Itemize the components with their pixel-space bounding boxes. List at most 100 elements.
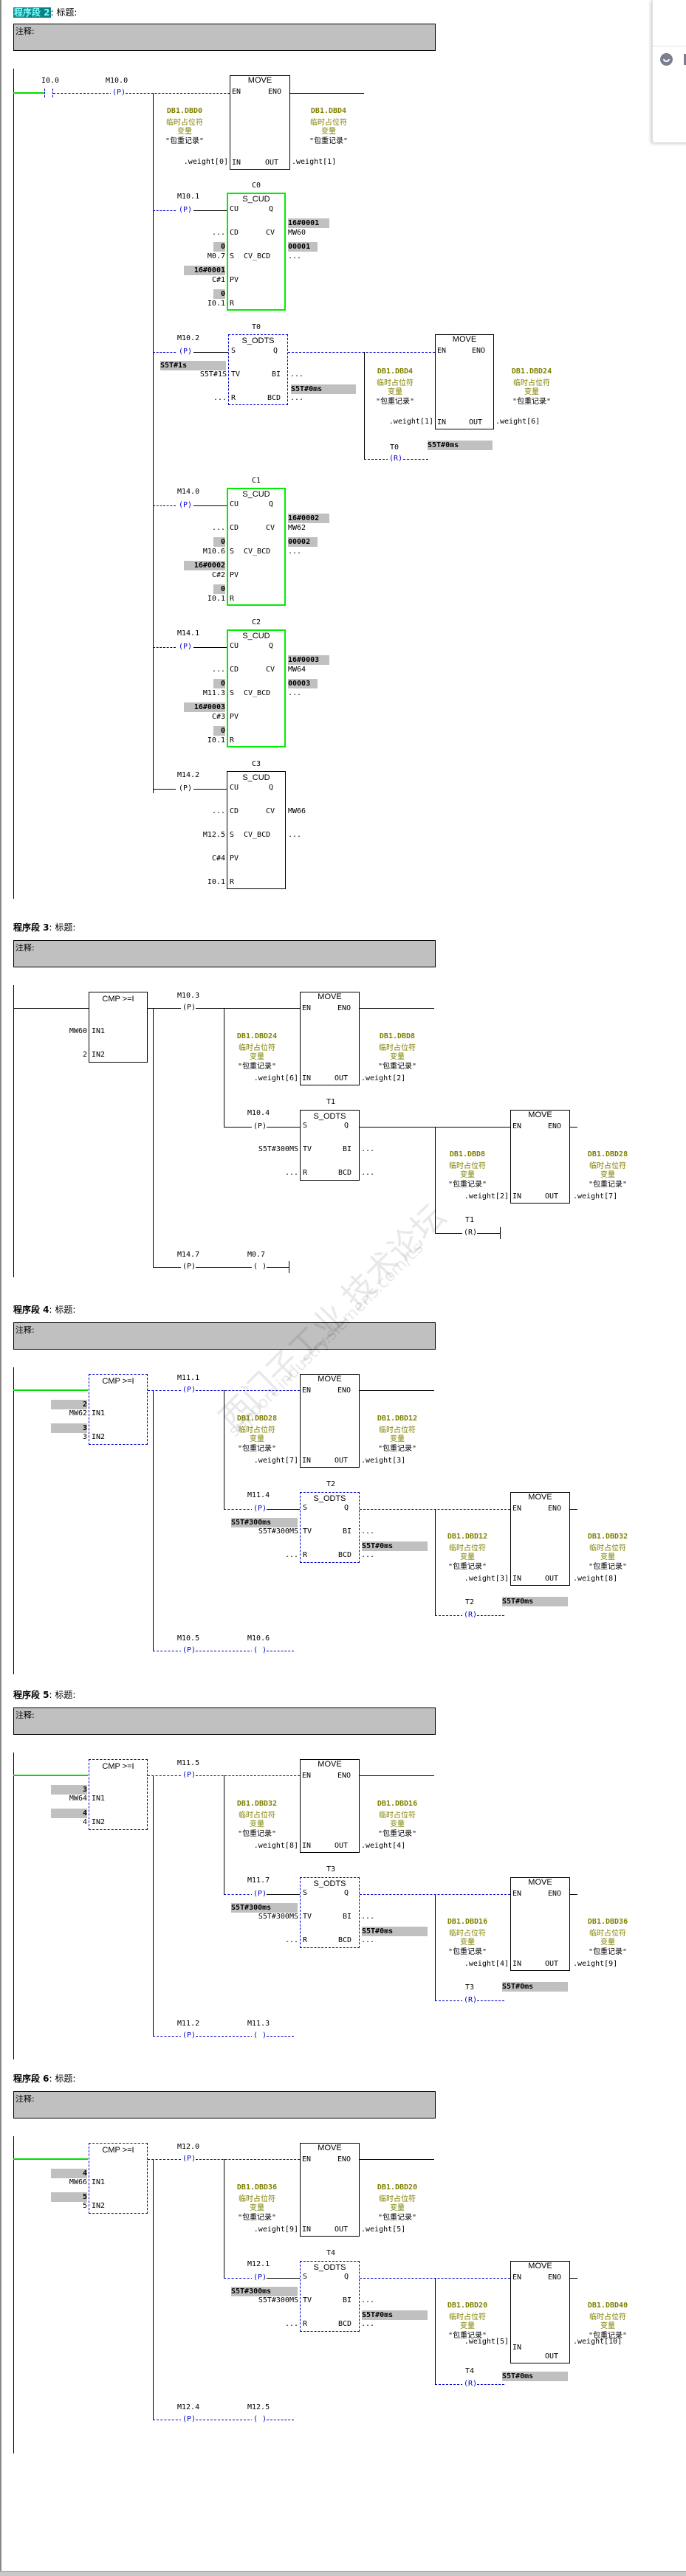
move1-out-db-name: "包重记录" (309, 137, 349, 145)
network-4-reset-coil[interactable]: (R) (462, 1610, 479, 1620)
network-6-timer-box[interactable] (300, 2261, 360, 2332)
network-3-timer-label: T1 (326, 1098, 336, 1106)
network-4-bottom-coil-label: M10.6 (247, 1634, 270, 1643)
network-4-cmp-box[interactable] (89, 1374, 148, 1445)
counter-C1-pv-operand: C#2 (211, 571, 225, 579)
network-6-cmp-box[interactable] (89, 2143, 148, 2214)
network-4-comment-box[interactable]: 注释: (13, 1322, 436, 1350)
network-5-timer-edge-coil[interactable]: (P) (252, 1889, 268, 1899)
network-5-reset-coil[interactable]: (R) (462, 1995, 479, 2006)
network-3-timer-box[interactable] (300, 1110, 360, 1181)
counter-C3-box[interactable] (227, 771, 286, 889)
network-3-move-box-2[interactable] (510, 1110, 570, 1204)
wire (570, 1894, 577, 1895)
contact-I0.0-right[interactable] (52, 89, 53, 97)
left-power-rail (13, 2136, 14, 2454)
network-6-move-box-1[interactable] (300, 2143, 360, 2237)
network-6-move-box-2[interactable] (510, 2261, 570, 2363)
counter-C1-r-value: 0 (213, 584, 225, 594)
branch-rail (153, 2159, 154, 2420)
counter-C2-cvbcd-value: 00003 (288, 679, 318, 688)
network-6-move1-in-operand: .weight[9] (253, 2225, 298, 2234)
move-box-2[interactable] (435, 334, 494, 429)
network-3-cmp-box[interactable] (89, 992, 148, 1063)
contact-I0.0-left[interactable] (44, 89, 45, 97)
network-3-timer-bcd-operand: ... (361, 1169, 375, 1177)
network-5-move-box-2[interactable] (510, 1877, 570, 1971)
branch-rail (153, 1775, 154, 2036)
network-4-edge1-coil[interactable]: (P) (181, 1385, 197, 1395)
counter-C3-edge-coil[interactable]: (P) (177, 784, 193, 794)
network-6-timer-edge-coil[interactable]: (P) (252, 2273, 268, 2283)
network-3-comment-box[interactable]: 注释: (13, 940, 436, 967)
network-5-bottom-edge-coil[interactable]: (P) (181, 2031, 197, 2041)
network-6-cmp-in2-value: 5 (51, 2192, 87, 2202)
wire (477, 1233, 500, 1234)
counter-C1-box[interactable] (227, 488, 286, 606)
network-6-cmp-pin-in1: IN1 (92, 2178, 106, 2186)
network-5-bottom-coil[interactable]: ( ) (252, 2031, 268, 2041)
network-5-move-box-1-title: MOVE (318, 1760, 342, 1769)
network-3-edge1-coil[interactable]: (P) (181, 1003, 197, 1013)
counter-C2-r-operand: I0.1 (207, 736, 225, 745)
reset-coil-T0[interactable]: (R) (388, 454, 404, 464)
network-5-timer-bi-value: S5T#0ms (362, 1927, 428, 1936)
network-4-move-box-2-pin-en: EN (512, 1505, 522, 1513)
network-3-move-box-1[interactable] (300, 992, 360, 1085)
network-5-cmp-box[interactable] (89, 1759, 148, 1830)
image-icon[interactable] (684, 54, 686, 65)
network-6-bottom-edge-coil[interactable]: (P) (181, 2414, 197, 2425)
network-5-timer-box[interactable] (300, 1877, 360, 1948)
network-6-bottom-coil[interactable]: ( ) (252, 2414, 268, 2425)
network-5-edge1-coil[interactable]: (P) (181, 1770, 197, 1781)
network-5-cmp-pin-in2: IN2 (92, 1818, 106, 1826)
edge-coil-M10.0[interactable]: (P) (111, 88, 127, 98)
counter-C0-box[interactable] (227, 193, 286, 311)
network-2-comment-box[interactable]: 注释: (13, 24, 436, 51)
network-6-timer-pin-s: S (303, 2273, 308, 2281)
counter-C2-box[interactable] (227, 629, 286, 747)
network-5-reset-value: S5T#0ms (502, 1982, 568, 1992)
network-4-bottom-edge-coil[interactable]: (P) (181, 1646, 197, 1656)
network-6-reset-coil[interactable]: (R) (462, 2379, 479, 2389)
network-4-move1-in-db-name: "包重记录" (237, 1445, 277, 1453)
move2-in-placeholder-2: 变量 (388, 388, 402, 396)
network-3-bottom-coil[interactable]: ( ) (252, 1262, 268, 1272)
network-3-reset-coil[interactable]: (R) (462, 1228, 479, 1238)
left-power-rail (13, 1753, 14, 2059)
counter-C1-edge-coil[interactable]: (P) (177, 500, 193, 511)
network-4-cmp-in1-operand: MW62 (69, 1409, 87, 1418)
network-6-title: 程序段 6: 标题: (13, 2072, 75, 2085)
network-5-timer-pin-r: R (303, 1936, 308, 1944)
timer-T0-edge-coil[interactable]: (P) (177, 347, 193, 357)
wire (153, 1267, 182, 1268)
left-window-border (0, 0, 1, 2575)
smiley-icon[interactable] (660, 53, 673, 66)
network-4-move-box-1[interactable] (300, 1374, 360, 1468)
counter-C2-edge-coil[interactable]: (P) (177, 642, 193, 652)
timer-T0-box[interactable] (228, 334, 288, 405)
network-3-timer-edge-coil[interactable]: (P) (252, 1122, 268, 1132)
network-4-timer-box[interactable] (300, 1492, 360, 1563)
move1-in-address: DB1.DBD0 (166, 107, 203, 115)
network-6-edge1-coil[interactable]: (P) (181, 2154, 197, 2164)
network-5-comment-box[interactable]: 注释: (13, 1707, 436, 1735)
move-box-1[interactable] (230, 75, 290, 170)
counter-C0-edge-coil[interactable]: (P) (177, 205, 193, 215)
network-3-move2-out-address: DB1.DBD28 (587, 1150, 628, 1158)
network-4-move-box-2[interactable] (510, 1492, 570, 1586)
network-5-timer-tv-value: S5T#300ms (231, 1903, 298, 1913)
network-5-cmp-in1-value: 3 (51, 1785, 87, 1795)
network-3-move1-in-placeholder-2: 变量 (250, 1053, 264, 1061)
horizontal-scrollbar-track[interactable] (0, 2571, 686, 2576)
network-4-timer-tv-value: S5T#300ms (231, 1518, 298, 1527)
network-3-bottom-edge-coil[interactable]: (P) (181, 1262, 197, 1272)
counter-C1-r-operand: I0.1 (207, 595, 225, 603)
network-4-timer-edge-coil[interactable]: (P) (252, 1504, 268, 1514)
network-4-bottom-coil[interactable]: ( ) (252, 1646, 268, 1656)
network-5-move2-in-db-name: "包重记录" (447, 1948, 487, 1956)
network-5-move-box-1[interactable] (300, 1759, 360, 1853)
network-6-comment-box[interactable]: 注释: (13, 2091, 436, 2119)
network-6-move2-in-placeholder-1: 临时占位符 (449, 2313, 486, 2321)
